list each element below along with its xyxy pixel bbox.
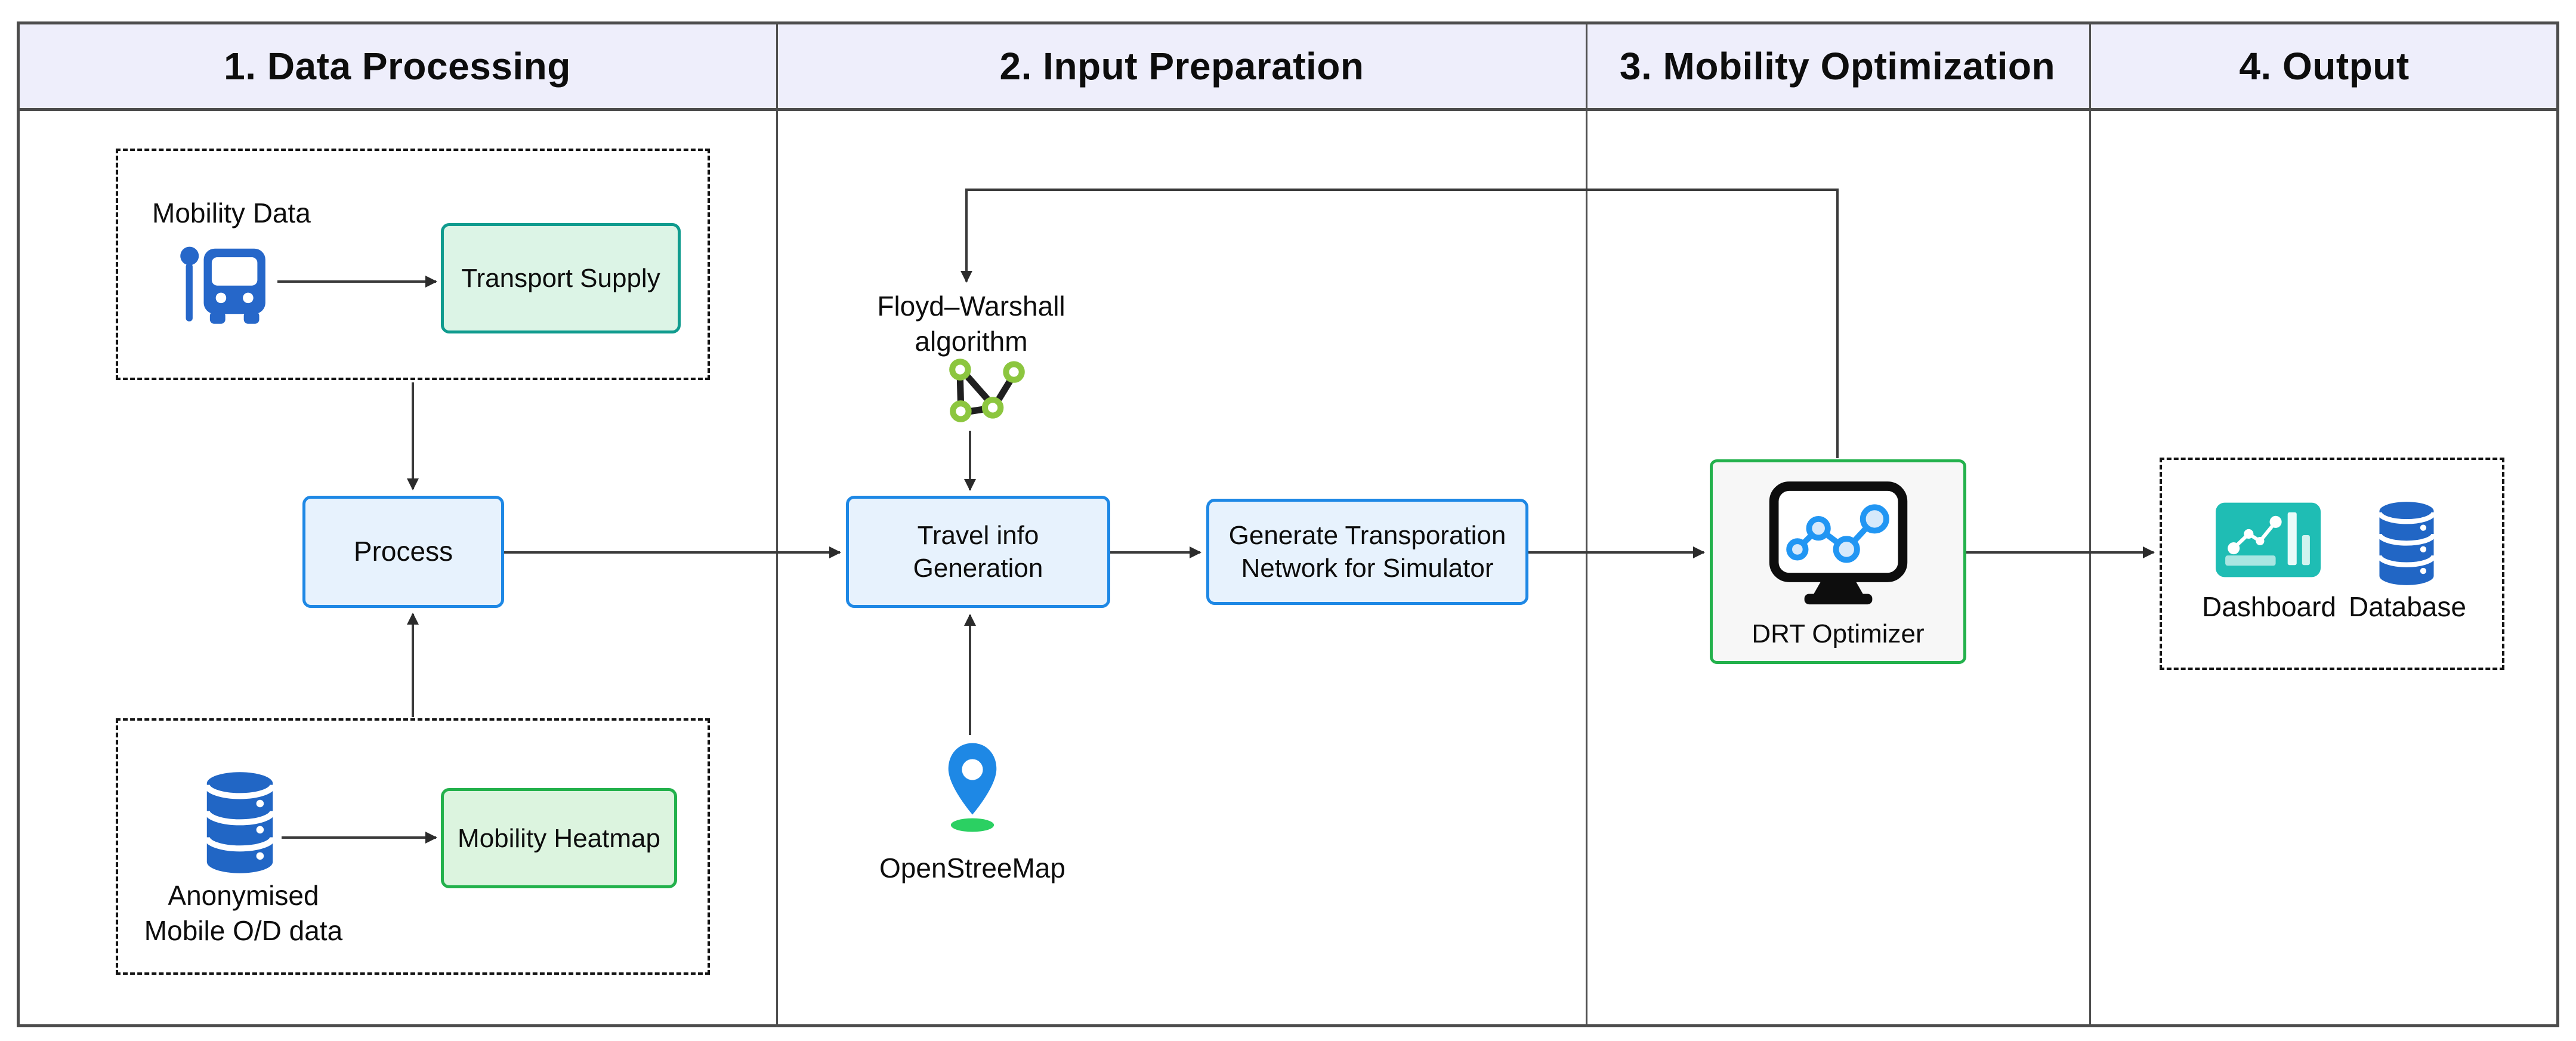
- lane-header-mobility-optimization: 3. Mobility Optimization: [1586, 21, 2089, 111]
- generate-network-label: Generate Transporation Network for Simul…: [1228, 521, 1506, 583]
- lane-header-label: 2. Input Preparation: [999, 45, 1364, 88]
- mobility-data-text: Mobility Data: [152, 197, 311, 228]
- lane-header-label: 1. Data Processing: [224, 45, 571, 88]
- openstreemap-label: OpenStreeMap: [853, 851, 1092, 886]
- anonymised-od-text: Anonymised Mobile O/D data: [144, 880, 343, 946]
- lane-header-output: 4. Output: [2089, 21, 2559, 111]
- database-icon: [2372, 499, 2441, 588]
- transport-supply-box: Transport Supply: [441, 223, 681, 333]
- openstreemap-text: OpenStreeMap: [879, 852, 1065, 884]
- drt-optimizer-label: DRT Optimizer: [1752, 619, 1925, 648]
- lane-divider: [1586, 21, 1587, 1027]
- lane-header-data-processing: 1. Data Processing: [17, 21, 778, 111]
- database-icon: [202, 768, 278, 877]
- mobility-data-label: Mobility Data: [152, 196, 379, 231]
- travel-info-generation-label: Travel info Generation: [913, 521, 1043, 583]
- transport-supply-label: Transport Supply: [461, 264, 660, 293]
- monitor-chart-icon: [1762, 479, 1914, 614]
- dashboard-text: Dashboard: [2201, 591, 2337, 622]
- output-group: [2160, 458, 2504, 670]
- lane-divider: [776, 21, 778, 1027]
- travel-info-generation-box: Travel info Generation: [846, 496, 1110, 608]
- connector-drt-to-floyd-warshall: [960, 189, 1839, 458]
- lane-divider: [2089, 21, 2091, 1027]
- process-label: Process: [353, 536, 453, 567]
- floyd-warshall-text: Floyd–Warshall algorithm: [877, 291, 1065, 357]
- mobility-heatmap-box: Mobility Heatmap: [441, 788, 677, 888]
- lane-header-label: 4. Output: [2239, 45, 2410, 88]
- floyd-warshall-label: Floyd–Warshall algorithm: [846, 289, 1097, 359]
- mobility-heatmap-label: Mobility Heatmap: [458, 823, 660, 853]
- drt-optimizer-box: DRT Optimizer: [1710, 459, 1966, 664]
- generate-network-box: Generate Transporation Network for Simul…: [1206, 499, 1528, 605]
- database-text: Database: [2349, 591, 2466, 622]
- dashboard-label: Dashboard: [2199, 589, 2339, 625]
- mobility-data-group: [116, 149, 710, 380]
- database-label: Database: [2337, 589, 2478, 625]
- network-graph-icon: [943, 356, 1033, 428]
- process-box: Process: [302, 496, 504, 608]
- bus-stop-icon: [176, 239, 268, 325]
- lane-header-label: 3. Mobility Optimization: [1619, 45, 2056, 88]
- anonymised-od-label: Anonymised Mobile O/D data: [136, 878, 351, 949]
- dashboard-icon: [2216, 502, 2321, 577]
- mobile-od-data-group: [116, 718, 710, 975]
- map-pin-icon: [935, 736, 1009, 839]
- header-band: [17, 21, 2559, 111]
- lane-header-input-preparation: 2. Input Preparation: [778, 21, 1586, 111]
